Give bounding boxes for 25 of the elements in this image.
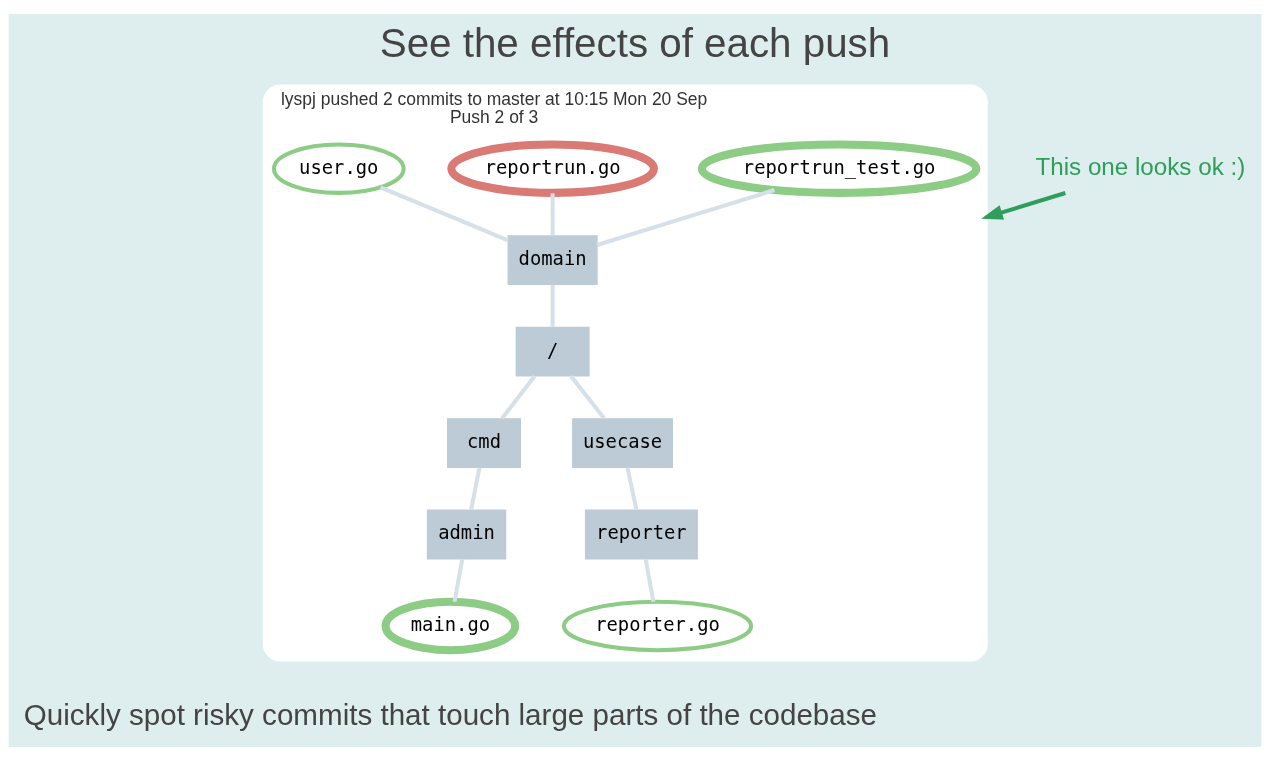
arrow: [981, 190, 1066, 220]
node-box: domain: [507, 234, 598, 285]
node-ellipse: reporter.go: [561, 599, 754, 652]
connector: [500, 374, 537, 419]
connector: [596, 187, 776, 247]
node-ellipse: reportrun.go: [447, 139, 658, 197]
connector: [643, 558, 656, 602]
node-box: reporter: [584, 509, 698, 559]
caption: Quickly spot risky commits that touch large parts of the codebase: [23, 697, 878, 731]
connector: [550, 284, 555, 327]
node-box: /: [515, 326, 590, 376]
node-text: This one looks ok :): [1035, 152, 1246, 180]
node-ellipse: main.go: [381, 597, 520, 654]
connector: [550, 192, 555, 235]
node-box: cmd: [447, 417, 521, 468]
connector: [569, 374, 606, 419]
node-box: usecase: [572, 417, 673, 468]
node-ellipse: user.go: [271, 141, 406, 195]
diagram-title: See the effects of each push: [379, 19, 891, 66]
connector: [469, 466, 482, 510]
connector: [452, 558, 465, 602]
node-box: admin: [426, 509, 507, 559]
connector: [379, 184, 509, 242]
node-ellipse: reportrun_test.go: [697, 139, 981, 197]
connector: [625, 466, 639, 510]
